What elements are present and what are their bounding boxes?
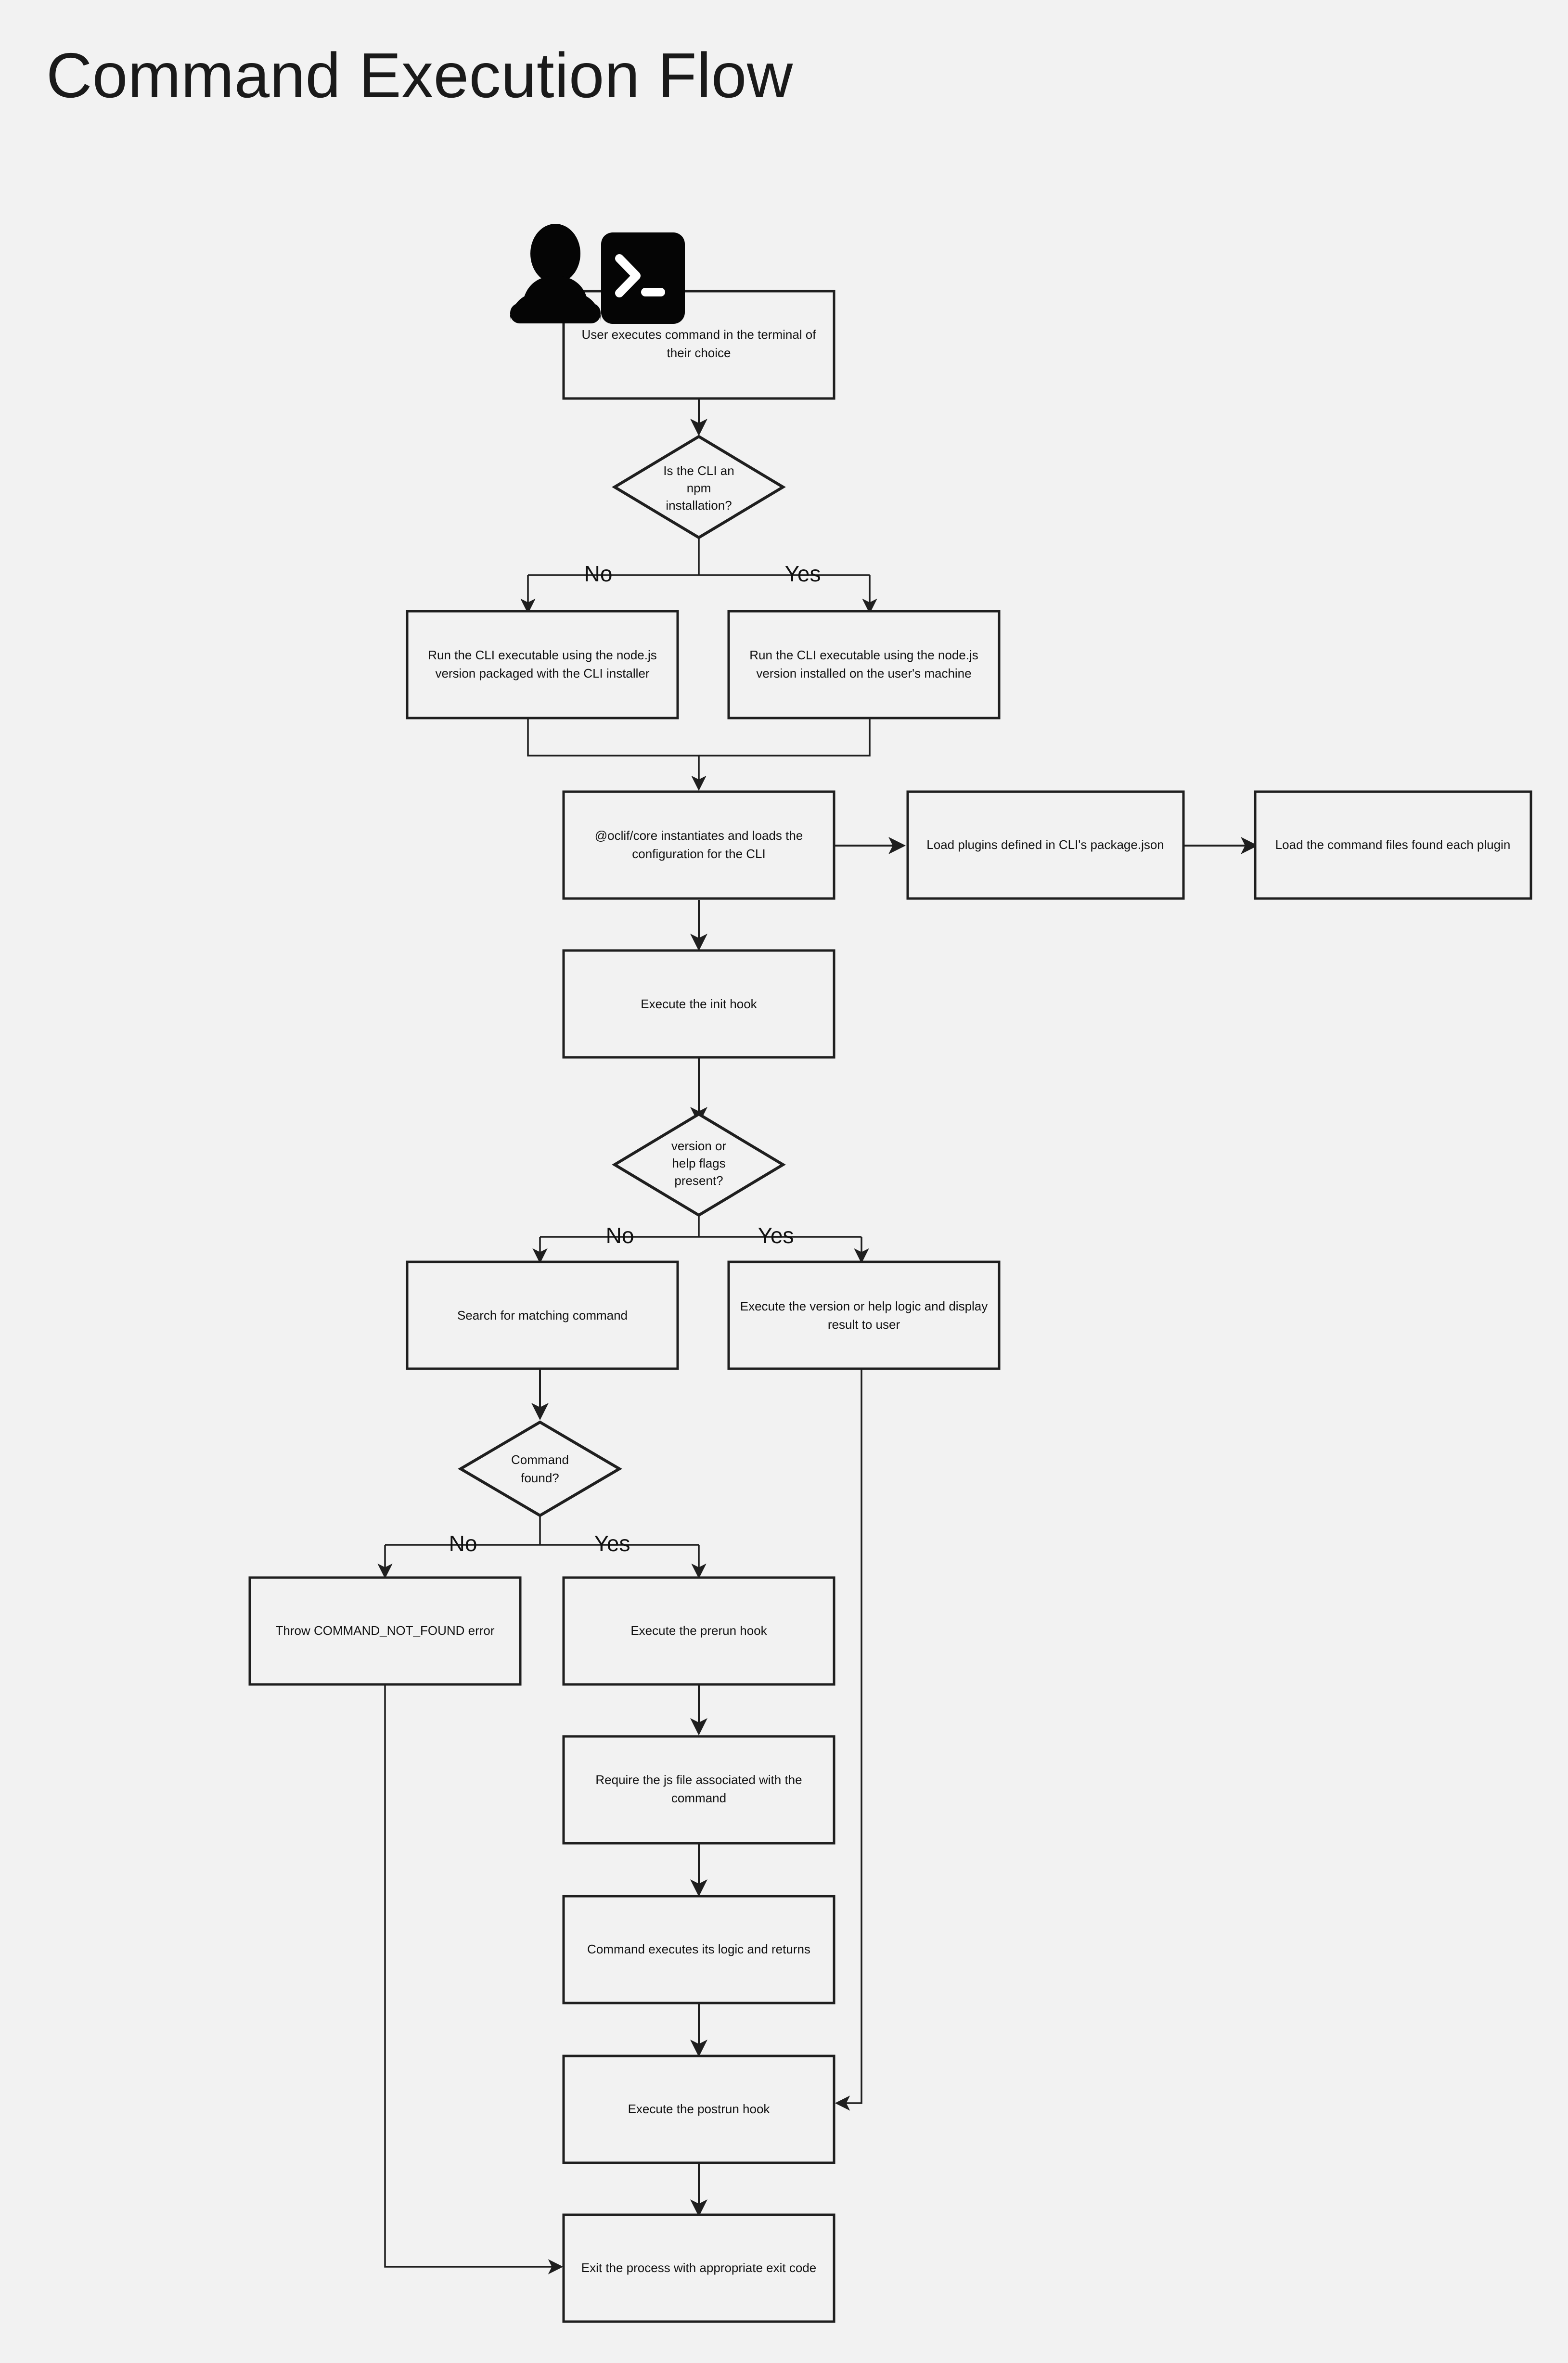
terminal-window-icon (601, 232, 685, 324)
node-prerun-hook[interactable]: Execute the prerun hook (562, 1576, 835, 1686)
edge-throwerr-to-exit (384, 1684, 564, 2274)
edge-label-npm-no: No (584, 561, 613, 586)
node-decision-flags-line-2: help flags (672, 1156, 725, 1170)
node-throwerr-line-1: Throw COMMAND_NOT_FOUND error (275, 1623, 494, 1638)
node-postrun-hook[interactable]: Execute the postrun hook (562, 2055, 835, 2164)
node-start-line-2: their choice (667, 346, 731, 360)
node-requirejs-line-1: Require the js file associated with the (595, 1772, 802, 1787)
node-decision-found-line-2: found? (521, 1471, 559, 1485)
node-pkgnode-line-2: version packaged with the CLI installer (435, 666, 649, 681)
node-exit-process[interactable]: Exit the process with appropriate exit c… (562, 2213, 835, 2323)
node-version-help-logic[interactable]: Execute the version or help logic and di… (727, 1260, 1001, 1370)
node-decision-flags-line-3: present? (674, 1173, 723, 1188)
edge-label-flags-no: No (606, 1223, 634, 1248)
node-decision-npm-line-2: npm (687, 481, 711, 495)
node-oclif-line-2: configuration for the CLI (632, 847, 766, 861)
edge-labels-layer: No Yes No Yes No Yes (449, 561, 821, 1556)
node-decision-npm-install[interactable]: Is the CLI an npm installation? (612, 435, 786, 539)
edge-label-flags-yes: Yes (758, 1223, 794, 1248)
node-decision-npm-line-3: installation? (666, 498, 732, 513)
node-require-js-file[interactable]: Require the js file associated with the … (562, 1735, 835, 1845)
edge-label-found-no: No (449, 1531, 477, 1556)
person-silhouette-icon (510, 224, 601, 323)
node-load-command-files[interactable]: Load the command files found each plugin (1254, 790, 1532, 900)
node-loadplugins-line-1: Load plugins defined in CLI's package.js… (926, 837, 1164, 852)
node-throw-command-not-found[interactable]: Throw COMMAND_NOT_FOUND error (248, 1576, 522, 1686)
node-prerun-line-1: Execute the prerun hook (630, 1623, 767, 1638)
node-searchcmd-line-1: Search for matching command (457, 1308, 628, 1323)
terminal-underscore-icon (641, 288, 665, 296)
node-oclif-core-config[interactable]: @oclif/core instantiates and loads the c… (562, 790, 835, 900)
user-terminal-icon (510, 224, 685, 324)
edge-label-npm-yes: Yes (784, 561, 821, 586)
edge-label-found-yes: Yes (594, 1531, 630, 1556)
node-decision-flags-line-1: version or (671, 1139, 726, 1153)
page-title: Command Execution Flow (46, 40, 793, 111)
node-oclif-line-1: @oclif/core instantiates and loads the (595, 828, 803, 843)
node-usernode-line-1: Run the CLI executable using the node.js (749, 648, 978, 662)
node-loadcommands-line-1: Load the command files found each plugin (1275, 837, 1511, 852)
node-postrun-line-1: Execute the postrun hook (628, 2102, 771, 2116)
node-run-with-user-node[interactable]: Run the CLI executable using the node.js… (727, 610, 1001, 719)
node-command-executes[interactable]: Command executes its logic and returns (562, 1895, 835, 2004)
node-decision-command-found[interactable]: Command found? (458, 1420, 622, 1517)
node-pkgnode-line-1: Run the CLI executable using the node.js (428, 648, 657, 662)
edge-pkgnode-to-oclif (527, 718, 707, 791)
node-versionhelp-line-2: result to user (828, 1317, 900, 1332)
node-decision-found-line-1: Command (511, 1452, 569, 1467)
node-requirejs-line-2: command (671, 1791, 726, 1805)
node-exitproc-line-1: Exit the process with appropriate exit c… (581, 2260, 816, 2275)
node-decision-version-help-flags[interactable]: version or help flags present? (612, 1112, 786, 1217)
edges-layer (377, 398, 1258, 2274)
node-init-hook[interactable]: Execute the init hook (562, 949, 835, 1059)
node-run-with-packaged-node[interactable]: Run the CLI executable using the node.js… (406, 610, 679, 719)
edge-usernode-to-oclif (699, 718, 871, 757)
node-load-plugins[interactable]: Load plugins defined in CLI's package.js… (906, 790, 1185, 900)
node-start-line-1: User executes command in the terminal of (582, 327, 817, 342)
terminal-chevron-icon (615, 254, 641, 297)
node-usernode-line-2: version installed on the user's machine (756, 666, 971, 681)
node-versionhelp-line-1: Execute the version or help logic and di… (740, 1299, 988, 1313)
node-cmdexec-line-1: Command executes its logic and returns (587, 1942, 810, 1956)
node-search-matching-command[interactable]: Search for matching command (406, 1260, 679, 1370)
edge-versionhelp-to-postrun (835, 1369, 862, 2111)
node-inithook-line-1: Execute the init hook (641, 997, 757, 1011)
node-decision-npm-line-1: Is the CLI an (663, 463, 734, 478)
